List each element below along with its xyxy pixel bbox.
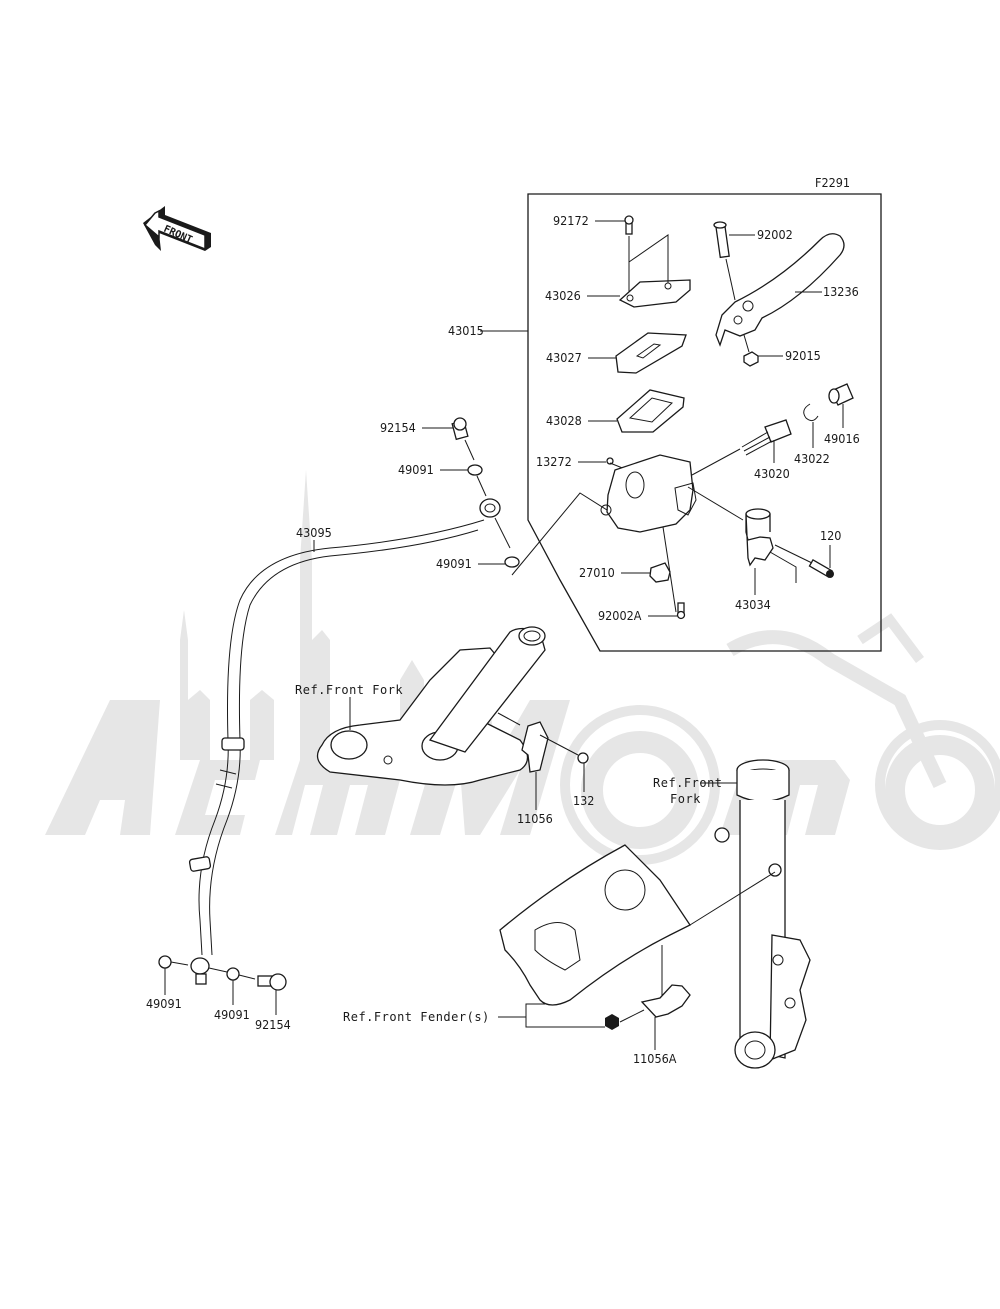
label-49091-b: 49091 <box>436 556 472 571</box>
part-120-bolt <box>774 544 834 578</box>
part-hose-banjo-top <box>479 498 511 549</box>
assembly-group-box <box>527 193 882 652</box>
label-92015: 92015 <box>785 348 821 363</box>
part-92172-screw <box>624 215 634 298</box>
label-132: 132 <box>573 793 594 808</box>
part-43020-piston-kit <box>691 419 792 476</box>
part-92154-banjo-bolt-bottom <box>257 973 287 1015</box>
part-fork-tube <box>714 759 811 1069</box>
part-92002A-screw <box>676 602 686 620</box>
part-43022-circlip <box>803 403 819 448</box>
label-92154-bottom: 92154 <box>255 1017 291 1032</box>
label-27010: 27010 <box>579 565 615 580</box>
part-92015-nut <box>743 334 759 367</box>
part-fender-bolt <box>605 1014 619 1030</box>
part-49091-washer-a <box>467 464 487 497</box>
part-front-fender <box>499 844 776 1006</box>
part-11056-bracket <box>521 721 579 810</box>
part-132-bolt <box>577 752 589 792</box>
label-ref-front-fender: Ref.Front Fender(s) <box>343 1010 490 1024</box>
label-11056: 11056 <box>517 811 553 826</box>
label-120: 120 <box>820 528 841 543</box>
leader-ref-front-fender-part <box>525 1003 545 1008</box>
part-27010-brake-switch <box>649 562 671 583</box>
leader-ref-front-fender-bolt <box>525 1008 605 1028</box>
part-43034-clamp <box>745 508 797 595</box>
part-92154-banjo-bolt-top <box>451 417 475 461</box>
label-49091-a: 49091 <box>398 462 434 477</box>
label-ref-front-fork-2a: Ref.Front <box>653 776 723 790</box>
label-11056A: 11056A <box>633 1051 677 1066</box>
label-92002A: 92002A <box>598 608 642 623</box>
front-direction-arrow: FRONT <box>143 206 211 251</box>
label-43026: 43026 <box>545 288 581 303</box>
part-43028-diaphragm <box>616 389 685 433</box>
label-43022: 43022 <box>794 451 830 466</box>
label-43020: 43020 <box>754 466 790 481</box>
label-13272: 13272 <box>536 454 572 469</box>
label-92154-top: 92154 <box>380 420 416 435</box>
label-49016: 49016 <box>824 431 860 446</box>
label-13236: 13236 <box>823 284 859 299</box>
part-43027-diaphragm-plate <box>615 332 687 374</box>
figure-id: F2291 <box>815 175 850 190</box>
label-43027: 43027 <box>546 350 582 365</box>
label-43015: 43015 <box>448 323 484 338</box>
part-hose-banjo-bottom <box>190 957 228 985</box>
banjo-connection-leader <box>511 492 608 576</box>
label-43028: 43028 <box>546 413 582 428</box>
label-ref-front-fork-1: Ref.Front Fork <box>295 683 403 697</box>
part-master-cylinder-body <box>600 454 744 613</box>
label-49091-d: 49091 <box>214 1007 250 1022</box>
label-92002: 92002 <box>757 227 793 242</box>
part-11056A-bracket <box>619 945 691 1050</box>
part-13236-brake-lever <box>715 233 845 347</box>
part-49016-dust-boot <box>828 383 854 428</box>
label-49091-c: 49091 <box>146 996 182 1011</box>
label-43034: 43034 <box>735 597 771 612</box>
part-49091-washer-d <box>226 967 256 1005</box>
label-ref-front-fork-2b: Fork <box>670 792 701 806</box>
part-triple-clamp <box>316 626 546 786</box>
part-43026-reservoir-cap <box>618 234 691 308</box>
label-43095: 43095 <box>296 525 332 540</box>
part-49091-washer-b <box>504 556 520 568</box>
part-92002-pivot-bolt <box>713 221 736 301</box>
part-43095-brake-hose <box>188 519 485 956</box>
part-49091-washer-c <box>158 955 189 995</box>
label-92172: 92172 <box>553 213 589 228</box>
watermark-skyline <box>180 470 424 760</box>
